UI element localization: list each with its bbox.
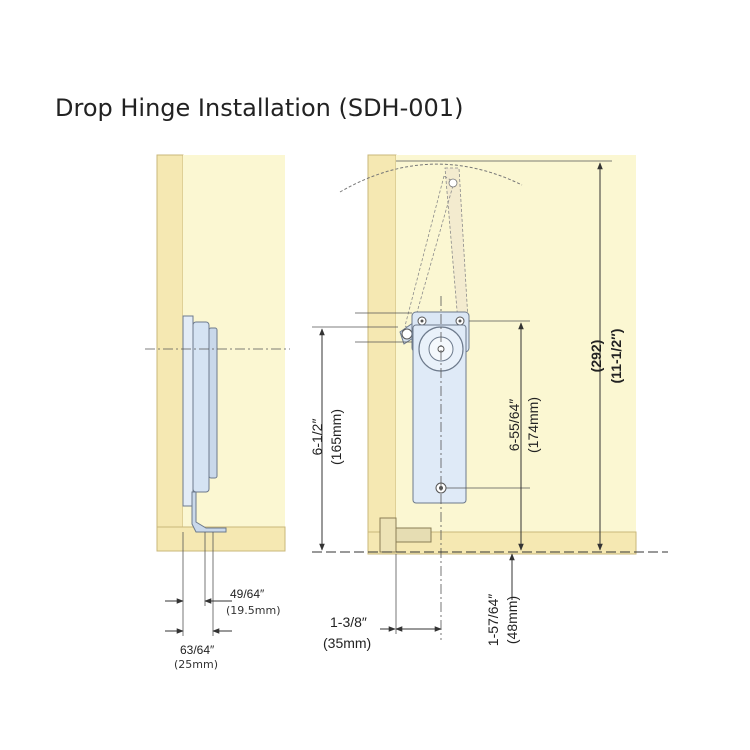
dim-48-fraction: 1-57/64″ [485, 594, 501, 646]
dim-174-fraction: 6-55/64″ [506, 399, 522, 451]
dim-inner-metric: (19.5mm) [226, 604, 281, 617]
right-view: 6-1/2″ (165mm) 6-55/64″ (174mm) (292) (1… [309, 154, 668, 651]
left-hinge-body [192, 321, 210, 493]
dim-outer-metric: (25mm) [174, 658, 218, 671]
dim-inner-fraction: 49/64″ [230, 587, 265, 601]
dim-165-fraction: 6-1/2″ [309, 419, 325, 456]
dim-35-fraction: 1-3/8″ [330, 614, 367, 630]
hinge-plate [412, 324, 467, 504]
door-stop [379, 517, 397, 553]
dim-165-metric: (165mm) [328, 409, 344, 465]
left-cabinet-wall [156, 154, 184, 528]
dim-292-metric: (292) [588, 340, 604, 373]
hinge-pivot [401, 328, 413, 340]
right-bottom-shelf [367, 531, 637, 555]
dim-292-fraction: (11-1/2″) [608, 329, 624, 384]
left-hinge-plate [182, 315, 194, 507]
dim-outer-fraction: 63/64″ [180, 643, 215, 657]
dim-174-metric: (174mm) [525, 397, 541, 453]
dim-48-metric: (48mm) [504, 596, 520, 644]
dim-35-metric: (35mm) [323, 635, 371, 651]
left-hinge-cap [208, 327, 218, 479]
left-view: 49/64″ (19.5mm) 63/64″ (25mm) [145, 154, 290, 671]
left-hinge-foot [191, 491, 227, 533]
door-swing-arc [339, 163, 523, 193]
right-cabinet-wall [367, 154, 397, 533]
diagram-title: Drop Hinge Installation (SDH-001) [55, 94, 464, 122]
